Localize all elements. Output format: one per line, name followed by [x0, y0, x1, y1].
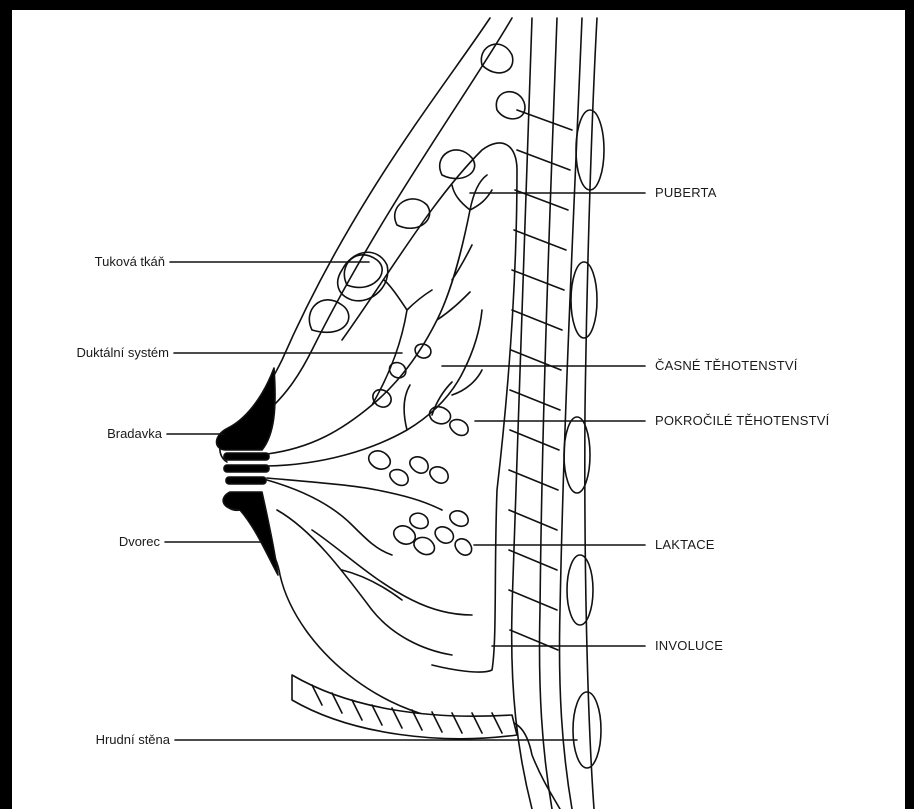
label-nipple: Bradavka [107, 426, 162, 442]
nipple-fold-1 [224, 453, 269, 460]
rib-2 [571, 262, 597, 338]
involution-ducts [277, 510, 472, 655]
pectoral-fascia [585, 18, 597, 809]
nipple-shape [217, 368, 276, 450]
label-lactation: LAKTACE [655, 537, 715, 553]
label-advanced-pregnancy: POKROČILÉ TĚHOTENSTVÍ [655, 413, 829, 429]
lobule-cluster-lactation [394, 511, 472, 555]
label-areola: Dvorec [119, 534, 160, 550]
label-involution: INVOLUCE [655, 638, 723, 654]
rib-5 [573, 692, 601, 768]
label-chest-wall: Hrudní stěna [96, 732, 170, 748]
label-ductal-system: Duktální systém [77, 345, 169, 361]
fat-lobules [309, 44, 525, 332]
rib-3 [564, 417, 590, 493]
muscle-layer-2 [540, 18, 558, 809]
rib-4 [567, 555, 593, 625]
nipple-fold-2 [224, 465, 269, 472]
duct-tree-3 [267, 478, 442, 555]
breast-anatomy-diagram [12, 10, 905, 809]
duct-tree [267, 175, 492, 454]
label-early-pregnancy: ČASNÉ TĚHOTENSTVÍ [655, 358, 798, 374]
label-fat-tissue: Tuková tkáň [95, 254, 165, 270]
muscle-layer-3 [560, 18, 583, 809]
muscle-layer-1 [512, 18, 532, 809]
nipple-fold-3 [226, 477, 266, 484]
areola-shape [223, 492, 278, 575]
inner-skin-line [274, 18, 512, 405]
lobule-cluster-advanced [369, 407, 468, 486]
diagram-canvas: Tuková tkáň Duktální systém Bradavka Dvo… [12, 10, 905, 809]
duct-tree-2 [267, 310, 482, 466]
label-puberty: PUBERTA [655, 185, 717, 201]
